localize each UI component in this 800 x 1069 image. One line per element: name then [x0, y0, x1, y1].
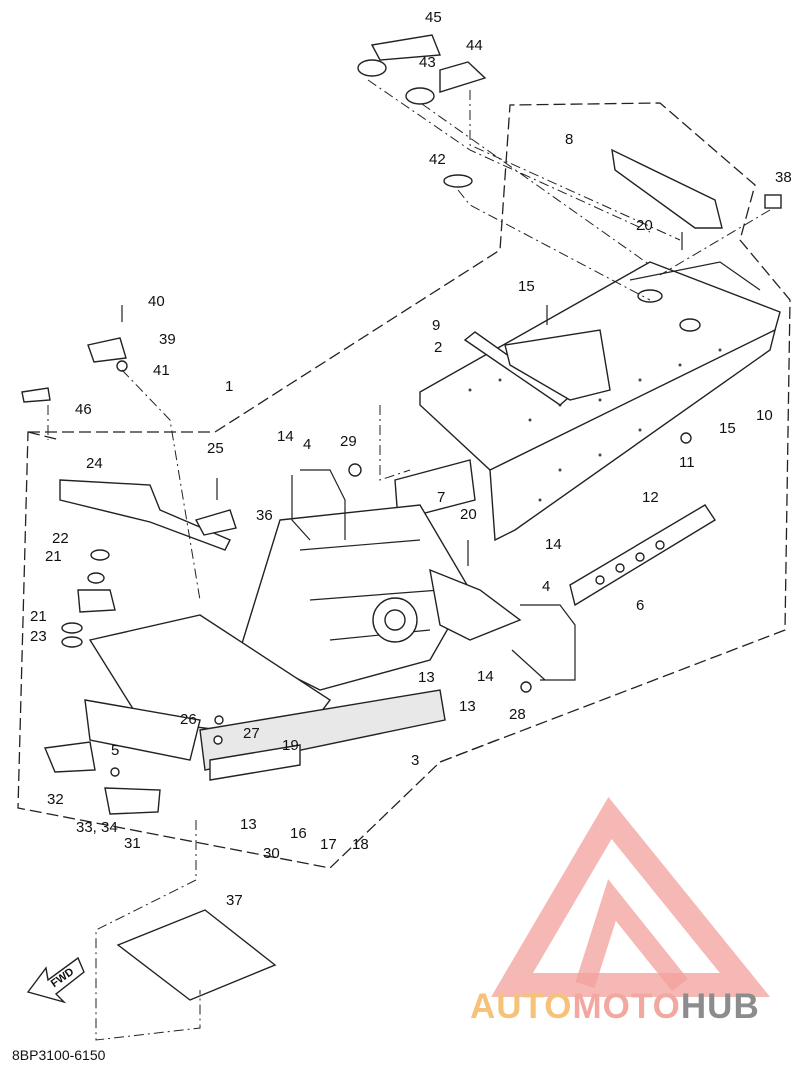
logo-text-auto: AUTO: [470, 987, 573, 1026]
callout-19: 19: [282, 737, 299, 754]
logo-triangle-inner: [575, 879, 688, 992]
callout-40: 41: [153, 362, 170, 379]
callout-20-top: 20: [636, 217, 653, 234]
callout-9: 9: [432, 317, 440, 334]
part-44: [370, 34, 442, 61]
callout-14-right: 14: [545, 536, 562, 553]
callout-37: 38: [775, 169, 792, 186]
callout-14-upper: 14: [277, 428, 294, 445]
callout-3: 3: [411, 752, 419, 769]
callout-38: 39: [159, 331, 176, 348]
fwd-arrow: FWD: [26, 956, 85, 1004]
callout-10: 10: [756, 407, 773, 424]
callout-5: 5: [111, 742, 119, 759]
callout-31: 31: [124, 835, 141, 852]
callout-25: 25: [207, 440, 224, 457]
part-32: [44, 741, 96, 773]
callout-13-mid: 13: [459, 698, 476, 715]
part-24-bar: [59, 479, 231, 551]
callout-22: 22: [52, 530, 69, 547]
part-42-lower: [405, 87, 435, 105]
callout-8: 8: [565, 131, 573, 148]
part-37: [764, 194, 782, 209]
logo-text: AUTOMOTOHUB: [470, 987, 760, 1026]
callout-2: 2: [434, 339, 442, 356]
part-6-holes: [595, 540, 665, 585]
callout-13-left: 13: [240, 816, 257, 833]
callout-17: 17: [320, 836, 337, 853]
callout-33-34: 33, 34: [76, 819, 118, 836]
part-31: [104, 787, 161, 815]
callout-11: 11: [679, 454, 695, 471]
callout-18: 18: [352, 836, 369, 853]
callout-26: 26: [180, 711, 197, 728]
part-4-rear-handle: [511, 604, 576, 681]
automotohub-logo: AUTOMOTOHUB: [470, 796, 771, 1026]
callout-4-upper: 4: [303, 436, 311, 453]
callout-32: 32: [47, 791, 64, 808]
callout-43: 44: [466, 37, 483, 54]
callout-13-right: 13: [418, 669, 435, 686]
logo-triangle-outer: [491, 796, 771, 997]
callout-28: 28: [509, 706, 526, 723]
callout-27: 27: [243, 725, 260, 742]
assembly-boundary-1: [17, 102, 791, 869]
logo-text-moto: MOTO: [573, 987, 681, 1026]
main-frame-body: [84, 504, 522, 781]
part-43: [439, 61, 487, 93]
drawing-code: 8BP3100-6150: [12, 1047, 106, 1063]
callout-45: 46: [75, 401, 92, 418]
callout-29: 29: [340, 433, 357, 450]
fasteners: [110, 232, 692, 777]
callout-36: 37: [226, 892, 243, 909]
callout-numbers: 45 44 43 8 42 38 20 15 40 9 39 2 41 1 46…: [30, 9, 792, 909]
part-41: [443, 174, 473, 188]
part-45-46-bracket: [21, 387, 51, 403]
callout-14-lower: 14: [477, 668, 494, 685]
callout-24: 24: [86, 455, 103, 472]
part-8-bracket: [611, 148, 723, 229]
logo-text-hub: HUB: [681, 987, 760, 1026]
callout-16: 16: [290, 825, 307, 842]
callout-7: 7: [437, 489, 445, 506]
part-42-upper: [357, 59, 387, 77]
callout-23: 23: [30, 628, 47, 645]
callout-21-lower: 21: [30, 608, 47, 625]
assembly-boundary-lower: [27, 431, 498, 763]
callout-21-upper: 21: [45, 548, 62, 565]
callout-4-lower: 4: [542, 578, 550, 595]
callout-30: 30: [263, 845, 280, 862]
part-36-mat: [116, 909, 277, 1001]
callout-15-top: 15: [518, 278, 535, 295]
callout-39: 40: [148, 293, 165, 310]
part-4-front-handle: [291, 469, 346, 541]
callout-20-mid: 20: [460, 506, 477, 523]
part-38: [87, 337, 127, 363]
part-35: [194, 509, 237, 536]
callout-35: 36: [256, 507, 273, 524]
callout-15-right: 15: [719, 420, 736, 437]
parts-21-23-stack: [61, 549, 116, 648]
callout-42: 43: [419, 54, 436, 71]
leader-lines: [47, 79, 771, 1041]
callout-12: 12: [642, 489, 659, 506]
part-2-rail-block: [504, 329, 611, 401]
callout-41: 42: [429, 151, 446, 168]
callout-6: 6: [636, 597, 644, 614]
callout-1: 1: [225, 378, 233, 395]
callout-44: 45: [425, 9, 442, 26]
